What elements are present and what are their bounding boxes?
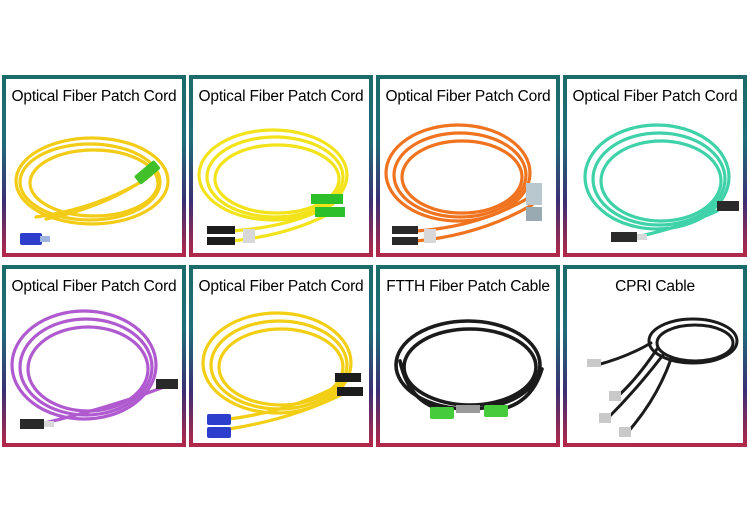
- product-card[interactable]: FTTH Fiber Patch Cable: [376, 265, 560, 447]
- fc-duplex-patch-cord-icon: [197, 128, 349, 245]
- product-card[interactable]: Optical Fiber Patch Cord: [189, 75, 373, 257]
- product-title: Optical Fiber Patch Cord: [572, 88, 738, 105]
- product-card[interactable]: Optical Fiber Patch Cord: [2, 75, 186, 257]
- product-card[interactable]: Optical Fiber Patch Cord: [376, 75, 560, 257]
- sc-e2000-patch-cord-icon: [14, 136, 170, 245]
- fc-lc-multimode-patch-cord-icon: [384, 123, 542, 245]
- sc-st-duplex-patch-cord-icon: [201, 311, 363, 438]
- product-card[interactable]: Optical Fiber Patch Cord: [563, 75, 747, 257]
- product-title: Optical Fiber Patch Cord: [198, 88, 364, 105]
- fc-om3-patch-cord-icon: [583, 123, 739, 242]
- product-title: Optical Fiber Patch Cord: [198, 278, 364, 295]
- cpri-cable-icon: [587, 317, 739, 437]
- product-title: Optical Fiber Patch Cord: [11, 278, 177, 295]
- product-title: CPRI Cable: [615, 278, 695, 295]
- product-title: Optical Fiber Patch Cord: [385, 88, 551, 105]
- product-title: Optical Fiber Patch Cord: [11, 88, 177, 105]
- product-card[interactable]: Optical Fiber Patch Cord: [2, 265, 186, 447]
- product-card[interactable]: CPRI Cable: [563, 265, 747, 447]
- product-card[interactable]: Optical Fiber Patch Cord: [189, 265, 373, 447]
- st-om4-patch-cord-icon: [10, 309, 178, 429]
- product-title: FTTH Fiber Patch Cable: [386, 278, 550, 295]
- ftth-drop-cable-icon: [394, 319, 544, 419]
